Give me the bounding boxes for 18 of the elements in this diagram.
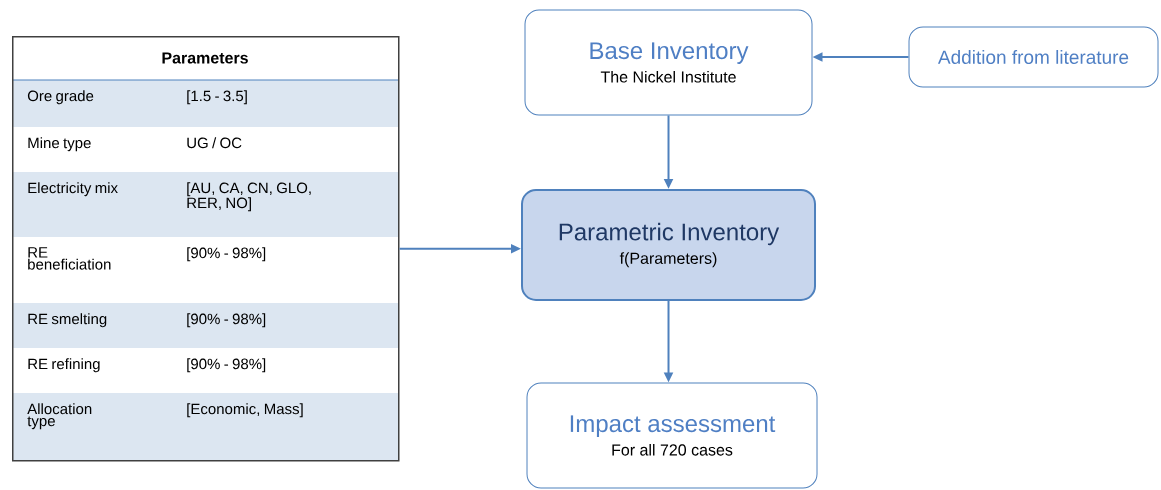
table-cell: [AU, CA, CN, GLO, RER, NO]	[187, 182, 311, 212]
table-cell: Ore grade	[27, 90, 94, 105]
table-cell: UG / OC	[187, 137, 242, 149]
process-box: Parametric Inventory f(Parameters)	[521, 189, 816, 301]
table-cell: RE refining	[28, 358, 100, 373]
source-box: Addition from literature	[908, 26, 1159, 88]
table-cell: [1.5 - 3.5]	[187, 90, 247, 105]
table-cell: Mine type	[28, 137, 91, 152]
process-box: Base Inventory The Nickel Institute	[524, 9, 813, 116]
table-cell: Electricity mix	[28, 182, 118, 197]
table-cell: [90% - 98%]	[187, 358, 266, 373]
table-cell: RE smelting	[28, 313, 107, 328]
process-box: Impact assessment For all 720 cases	[526, 382, 818, 489]
table-cell: RE beneficiation	[28, 247, 111, 270]
table-cell: Allocation type	[27, 403, 92, 430]
table-cell: [90% - 98%]	[187, 313, 266, 328]
table-cell: [90% - 98%]	[187, 247, 266, 262]
table-cell: [Economic, Mass]	[187, 403, 303, 418]
